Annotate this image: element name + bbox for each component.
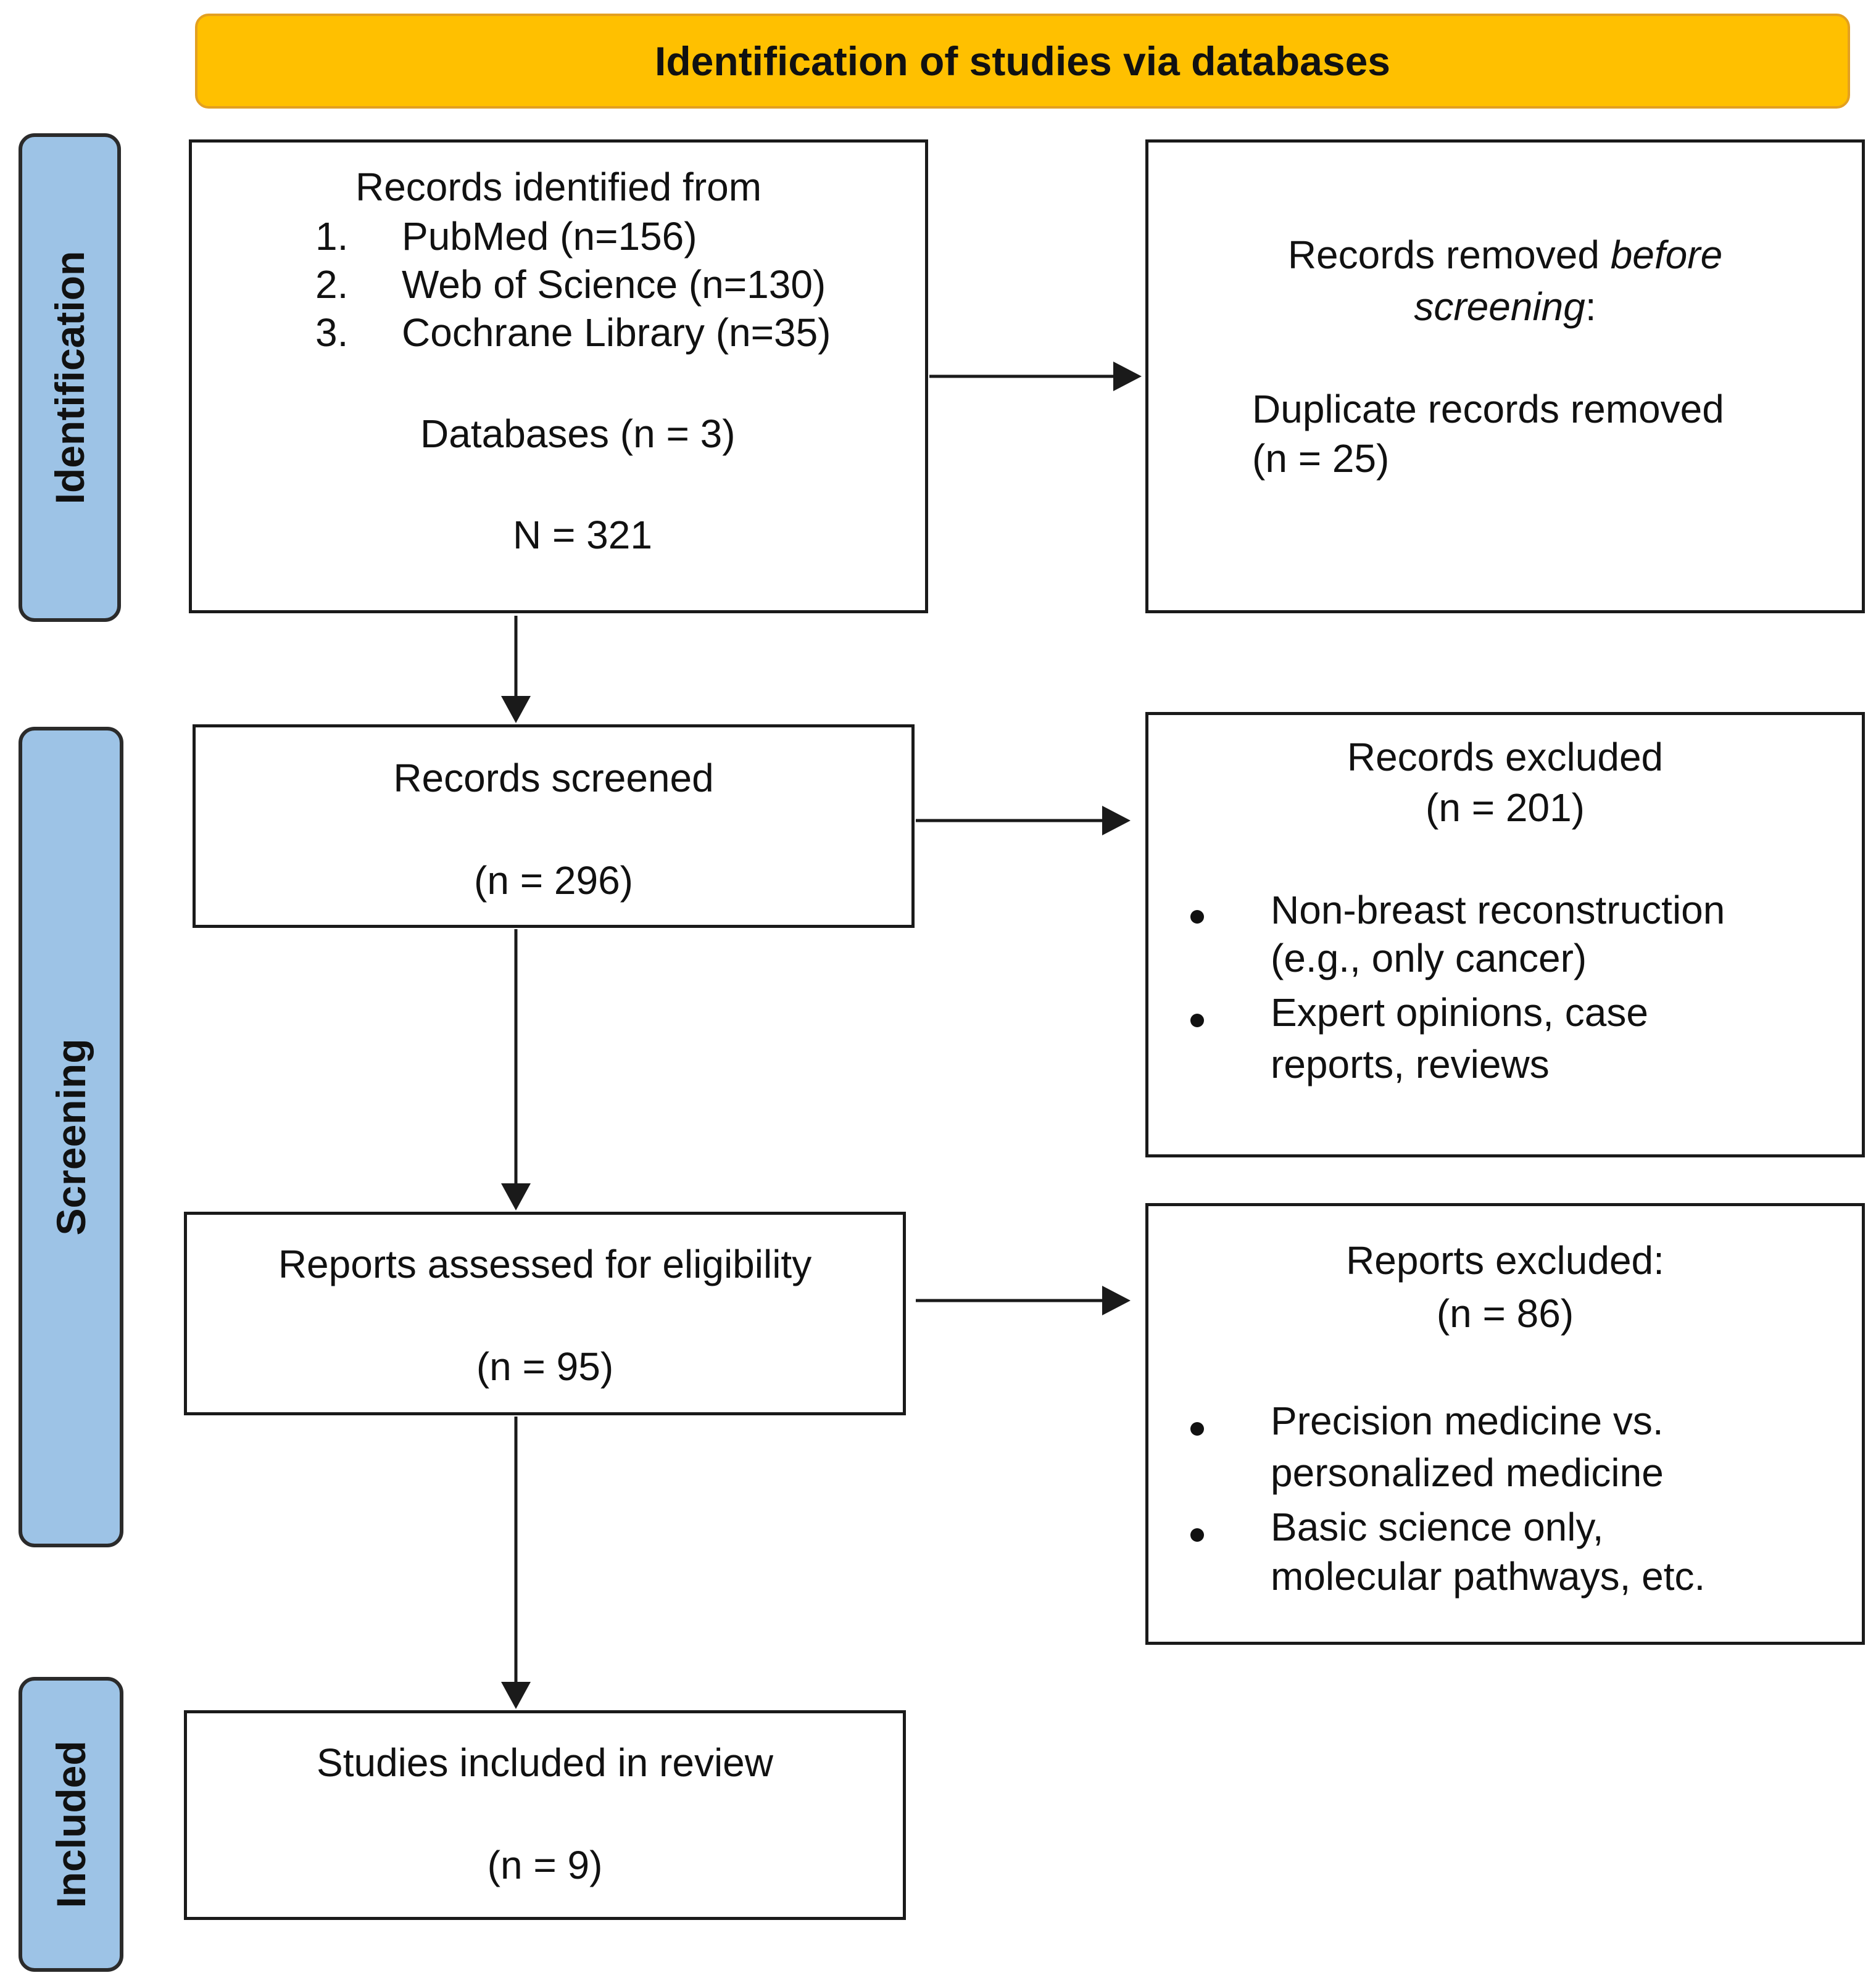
records-removed-before: before [1610, 233, 1723, 277]
arrowhead-icon [501, 696, 531, 723]
records-identified-heading: Records identified from [355, 165, 762, 209]
arrowhead-icon [1113, 362, 1142, 391]
studies-included-label: Studies included in review [317, 1740, 773, 1785]
reports-excluded-box: Reports excluded: (n = 86) Precision med… [1145, 1203, 1865, 1645]
databases-count: Databases (n = 3) [420, 412, 736, 456]
exclusion-reason: Precision medicine vs. [1271, 1399, 1664, 1443]
arrowhead-icon [1102, 1286, 1131, 1315]
records-excluded-label: Records excluded [1347, 735, 1664, 779]
reports-excluded-label: Reports excluded: [1346, 1238, 1664, 1283]
exclusion-reason: Expert opinions, case [1271, 990, 1648, 1035]
header-banner: Identification of studies via databases [195, 14, 1850, 109]
bullet-icon [1190, 1422, 1204, 1436]
exclusion-reason: Non-breast reconstruction [1271, 888, 1725, 932]
records-identified-box: Records identified from 1. PubMed (n=156… [189, 139, 928, 613]
records-removed-box: Records removed before screening: Duplic… [1145, 139, 1865, 613]
source-cochrane: Cochrane Library (n=35) [402, 310, 831, 355]
source-pubmed: PubMed (n=156) [402, 214, 697, 259]
bullet-icon [1190, 1014, 1204, 1027]
records-screened-label: Records screened [393, 756, 714, 800]
phase-screening: Screening [19, 727, 123, 1547]
phase-identification: Identification [19, 133, 121, 622]
source-number: 2. [315, 262, 349, 307]
arrowhead-icon [501, 1183, 531, 1210]
duplicates-count: (n = 25) [1252, 436, 1390, 481]
source-number: 1. [315, 214, 349, 259]
records-excluded-count: (n = 201) [1426, 785, 1585, 830]
records-excluded-box: Records excluded (n = 201) Non-breast re… [1145, 712, 1865, 1157]
records-screened-box: Records screened (n = 296) [193, 724, 915, 928]
reports-assessed-count: (n = 95) [476, 1344, 614, 1389]
phase-included: Included [19, 1677, 123, 1972]
studies-included-count: (n = 9) [487, 1843, 603, 1887]
bullet-icon [1190, 910, 1204, 924]
duplicates-label: Duplicate records removed [1252, 387, 1724, 431]
records-removed-line2: screening: [1148, 281, 1862, 333]
exclusion-reason: (e.g., only cancer) [1271, 936, 1587, 980]
exclusion-reason: personalized medicine [1271, 1450, 1664, 1495]
arrowhead-icon [1102, 806, 1131, 835]
source-number: 3. [315, 310, 349, 355]
source-web-of-science: Web of Science (n=130) [402, 262, 826, 307]
records-screened-count: (n = 296) [474, 858, 633, 903]
reports-excluded-count: (n = 86) [1436, 1291, 1574, 1336]
records-removed-screening: screening [1414, 284, 1585, 329]
arrowhead-icon [501, 1682, 531, 1709]
exclusion-reason: reports, reviews [1271, 1042, 1550, 1086]
reports-assessed-label: Reports assessed for eligibility [278, 1242, 812, 1286]
records-removed-colon: : [1585, 284, 1596, 329]
records-removed-line1: Records removed before [1148, 229, 1862, 281]
exclusion-reason: Basic science only, [1271, 1505, 1604, 1549]
bullet-icon [1190, 1528, 1204, 1542]
exclusion-reason: molecular pathways, etc. [1271, 1554, 1706, 1599]
records-removed-text: Records removed [1287, 233, 1611, 277]
studies-included-box: Studies included in review (n = 9) [184, 1710, 906, 1920]
total-records: N = 321 [513, 513, 652, 557]
header-title: Identification of studies via databases [655, 38, 1390, 84]
reports-assessed-box: Reports assessed for eligibility (n = 95… [184, 1212, 906, 1415]
